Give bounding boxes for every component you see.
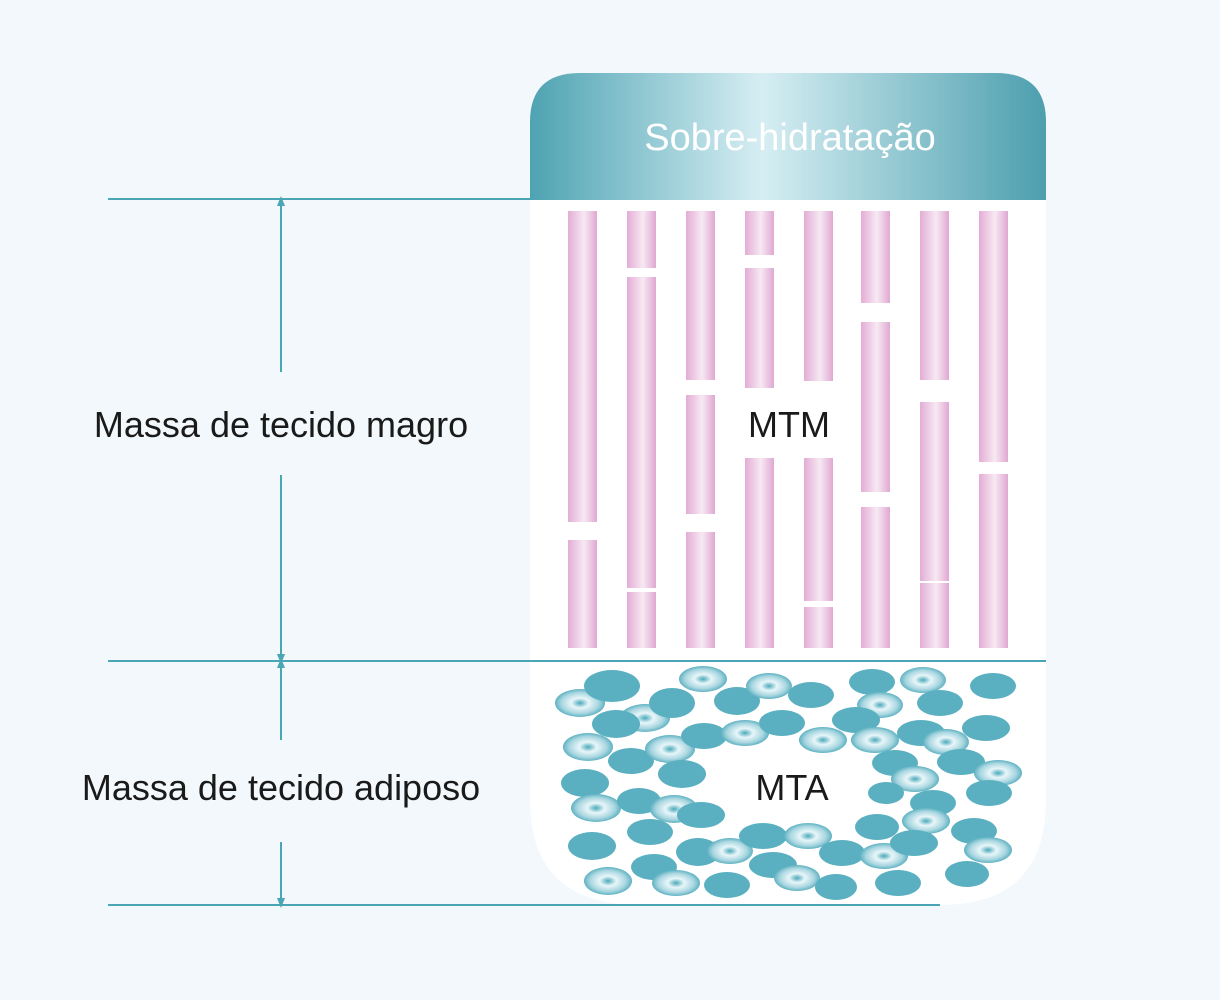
fat-cell [868, 782, 904, 804]
fat-cell [561, 769, 609, 797]
mtm-label: MTM [748, 404, 830, 445]
fat-cell [849, 669, 895, 695]
fat-cell [917, 690, 963, 716]
muscle-fibre-segment [686, 395, 715, 514]
fat-cell [964, 837, 1012, 863]
fat-cell [788, 682, 834, 708]
muscle-fibre-segment [861, 322, 890, 492]
fat-cell [658, 760, 706, 788]
fat-cell [819, 840, 865, 866]
fat-cell [568, 832, 616, 860]
muscle-fibre-segment [804, 607, 833, 648]
fat-cell [855, 814, 899, 840]
muscle-fibre-segment [568, 540, 597, 648]
fat-cell [851, 727, 899, 753]
muscle-fibre-segment [920, 583, 949, 648]
fat-cell [815, 874, 857, 900]
muscle-fibre-segment [979, 474, 1008, 648]
muscle-fibre-segment [568, 211, 597, 522]
fat-cell [945, 861, 989, 887]
muscle-fibre-segment [920, 402, 949, 581]
muscle-fibre-segment [627, 592, 656, 648]
fat-mass-label: Massa de tecido adiposo [82, 767, 480, 808]
header-title: Sobre-hidratação [644, 117, 936, 159]
muscle-fibre-segment [804, 458, 833, 601]
muscle-fibre-segment [920, 211, 949, 380]
muscle-fibre-segment [745, 268, 774, 388]
fat-cell [799, 727, 847, 753]
muscle-fibre-segment [804, 211, 833, 381]
fat-cell [584, 867, 632, 895]
fat-cell [652, 870, 700, 896]
fat-cell [649, 688, 695, 718]
muscle-fibre-segment [861, 211, 890, 303]
mta-label: MTA [755, 767, 828, 808]
fat-cell [679, 666, 727, 692]
fat-cell [875, 870, 921, 896]
fat-cell [592, 710, 640, 738]
fat-cell [627, 819, 673, 845]
fat-cell [746, 673, 792, 699]
muscle-fibre-segment [861, 507, 890, 648]
fat-cell [900, 667, 946, 693]
muscle-fibre-segment [627, 211, 656, 268]
fat-cell [704, 872, 750, 898]
fat-cell [584, 670, 640, 702]
fat-cell [966, 780, 1012, 806]
muscle-fibre-segment [745, 211, 774, 255]
fat-cell [970, 673, 1016, 699]
muscle-fibre-segment [627, 277, 656, 588]
fat-cell [571, 794, 621, 822]
fat-cell [962, 715, 1010, 741]
fat-cell [739, 823, 787, 849]
fat-cell [563, 733, 613, 761]
muscle-fibre-segment [745, 458, 774, 648]
fat-cell [677, 802, 725, 828]
muscle-fibre-segment [979, 211, 1008, 462]
fat-cell [681, 723, 727, 749]
fat-cell [774, 865, 820, 891]
muscle-fibre-segment [686, 211, 715, 380]
lean-mass-label: Massa de tecido magro [94, 404, 468, 445]
fat-cell [902, 808, 950, 834]
fat-cell [890, 830, 938, 856]
muscle-fibre-segment [686, 532, 715, 648]
fat-cell [759, 710, 805, 736]
